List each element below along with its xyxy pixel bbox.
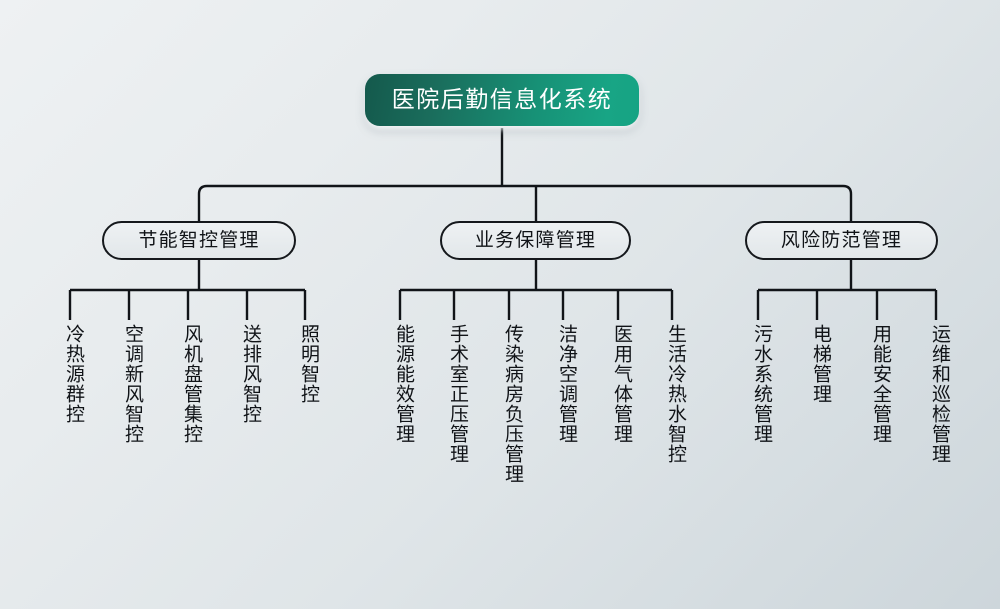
leaf-node[interactable]: 洁净空调管理 — [556, 324, 578, 444]
branch-node-label: 节能智控管理 — [138, 229, 260, 251]
branch-node-risk-prevention[interactable]: 风险防范管理 — [745, 221, 938, 260]
branch-node-business-support[interactable]: 业务保障管理 — [440, 221, 631, 260]
leaf-node[interactable]: 用能安全管理 — [870, 324, 892, 444]
leaf-node[interactable]: 能源能效管理 — [393, 324, 415, 444]
leaf-node[interactable]: 送排风智控 — [240, 324, 262, 424]
top-distribution-bar — [197, 184, 853, 221]
leaf-node[interactable]: 污水系统管理 — [751, 324, 773, 444]
leaf-node[interactable]: 医用气体管理 — [611, 324, 633, 444]
leaf-node[interactable]: 传染病房负压管理 — [502, 324, 524, 484]
leaf-node[interactable]: 照明智控 — [298, 324, 320, 404]
leaf-node[interactable]: 空调新风智控 — [122, 324, 144, 444]
branch-node-label: 业务保障管理 — [474, 229, 597, 251]
leaf-node[interactable]: 运维和巡检管理 — [929, 324, 951, 464]
branch-node-label: 风险防范管理 — [780, 229, 903, 251]
leaf-node[interactable]: 冷热源群控 — [63, 324, 85, 424]
leaf-node[interactable]: 手术室正压管理 — [447, 324, 469, 464]
root-node[interactable]: 医院后勤信息化系统 — [365, 74, 639, 126]
root-node-label: 医院后勤信息化系统 — [391, 86, 613, 113]
leaf-node[interactable]: 电梯管理 — [810, 324, 832, 404]
leaf-node[interactable]: 风机盘管集控 — [181, 324, 203, 444]
branch-node-energy-control[interactable]: 节能智控管理 — [102, 221, 296, 260]
leaf-node[interactable]: 生活冷热水智控 — [665, 324, 687, 464]
